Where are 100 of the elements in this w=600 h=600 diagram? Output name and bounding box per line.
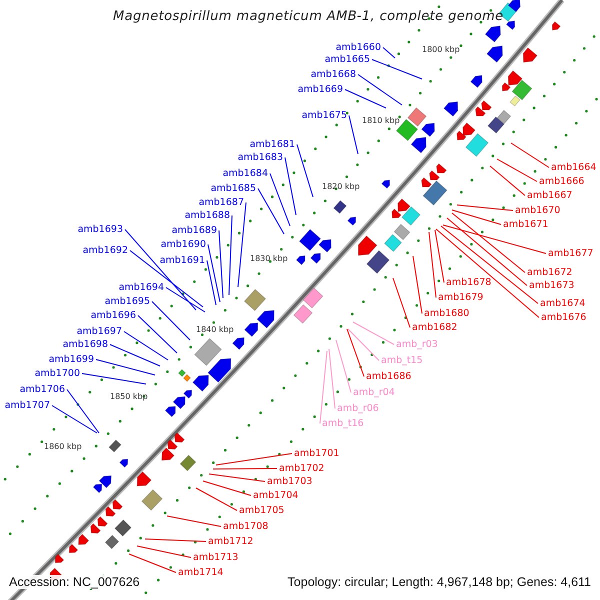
gene-label: amb_t15 (381, 355, 423, 366)
leader-line (346, 328, 364, 377)
leader-line (208, 244, 220, 302)
leader-line (452, 212, 526, 273)
leader-line (218, 230, 224, 298)
gene-label: amb1703 (267, 476, 312, 487)
gene-label: amb1665 (324, 54, 370, 65)
gene-label: amb1683 (238, 152, 283, 163)
gene-label: amb1679 (438, 292, 484, 303)
gene-label: amb1708 (223, 521, 268, 532)
leader-line (110, 344, 160, 366)
footer-text: Topology: circular; Length: 4,967,148 bp; Genes: 4,611 (288, 575, 591, 589)
gene-label: amb1681 (250, 139, 295, 150)
leader-line (284, 157, 296, 216)
scale-label: 1860 kbp (44, 442, 82, 451)
leader-line (358, 74, 402, 106)
gene-label: amb1689 (172, 225, 217, 236)
footer-text: Accession: NC_007626 (9, 575, 140, 589)
leader-line (124, 331, 168, 360)
leader-line (66, 389, 100, 434)
leader-line (436, 228, 540, 318)
gene-label: amb1699 (48, 354, 94, 365)
gene-label: amb1673 (529, 280, 574, 291)
leader-line (412, 256, 422, 314)
gene-label: amb1684 (222, 168, 268, 179)
leader-line (456, 204, 514, 211)
leader-line (392, 278, 410, 328)
gene-label: amb1706 (20, 384, 65, 395)
leader-line (510, 142, 550, 168)
gene-label: amb1705 (239, 505, 284, 516)
scale-label: 1810 kbp (362, 116, 400, 125)
gene-label: amb1680 (424, 308, 470, 319)
gene-label: amb1668 (310, 69, 356, 80)
leader-line (452, 210, 502, 225)
gene-label: amb1669 (298, 84, 343, 95)
leader-line (434, 230, 444, 283)
leader-line (372, 59, 422, 80)
leader-line (152, 301, 190, 340)
leader-line (128, 554, 176, 573)
leader-line (344, 89, 386, 108)
leader-line (270, 173, 290, 226)
leader-line (348, 115, 358, 154)
leader-line (166, 516, 222, 527)
scale-label: 1850 kbp (110, 392, 148, 401)
gene-label: amb1664 (551, 162, 596, 173)
gene-label: amb1712 (208, 536, 254, 547)
leader-line (320, 350, 328, 424)
leader-line (238, 202, 246, 288)
gene-label: amb1676 (541, 312, 586, 323)
leader-line (212, 468, 278, 470)
gene-label: amb1697 (76, 326, 122, 337)
gene-label: amb1685 (210, 183, 256, 194)
gene-label: amb1700 (34, 368, 80, 379)
leader-line (216, 453, 292, 466)
gene-label: amb1695 (104, 296, 150, 307)
leader-line (258, 188, 284, 234)
gene-label: amb1682 (412, 322, 458, 333)
gene-label: amb1698 (62, 339, 108, 350)
gene-label: amb1688 (184, 210, 230, 221)
leader-line (82, 373, 146, 384)
leader-line (428, 232, 436, 298)
gene-label: amb1671 (503, 219, 548, 230)
gene-label: amb1713 (193, 552, 238, 563)
gene-label: amb_r06 (337, 403, 379, 414)
leader-line (228, 215, 232, 296)
gene-label: amb1670 (515, 205, 560, 216)
leader-line (336, 340, 352, 393)
leader-line (496, 158, 538, 182)
scale-label: 1800 kbp (422, 45, 460, 54)
gene-label: amb1707 (4, 400, 50, 411)
scale-label: 1830 kbp (250, 254, 288, 263)
gene-label: amb1702 (279, 463, 324, 474)
gene-label: amb1690 (160, 239, 206, 250)
leader-line (446, 218, 528, 286)
title: Magnetospirillum magneticum AMB-1, complete genome (113, 9, 504, 24)
gene-label: amb1675 (302, 110, 347, 121)
leader-line (136, 546, 192, 558)
gene-label: amb_r03 (396, 339, 438, 350)
leader-line (196, 488, 238, 511)
gene-label: amb1686 (366, 371, 412, 382)
leader-line (138, 315, 178, 354)
leader-line (144, 538, 206, 542)
gene-label: amb1678 (446, 277, 492, 288)
gene-label: amb1696 (90, 310, 136, 321)
leader-line (442, 224, 546, 254)
gene-label: amb1701 (294, 448, 340, 459)
gene-label: amb1666 (539, 176, 584, 187)
gene-label: amb1694 (118, 282, 164, 293)
leader-line (328, 348, 336, 409)
gene-label: amb1687 (198, 197, 244, 208)
gene-label: amb1667 (527, 190, 572, 201)
leader-line (52, 405, 98, 434)
leader-line (166, 287, 206, 312)
gene-label: amb1674 (540, 298, 586, 309)
gene-label: amb1704 (253, 490, 298, 501)
gene-label: amb1660 (336, 42, 381, 53)
gene-label: amb1692 (82, 245, 128, 256)
leader-line (296, 144, 314, 198)
gene-label: amb1714 (178, 567, 224, 578)
gene-label: amb1672 (527, 267, 572, 278)
